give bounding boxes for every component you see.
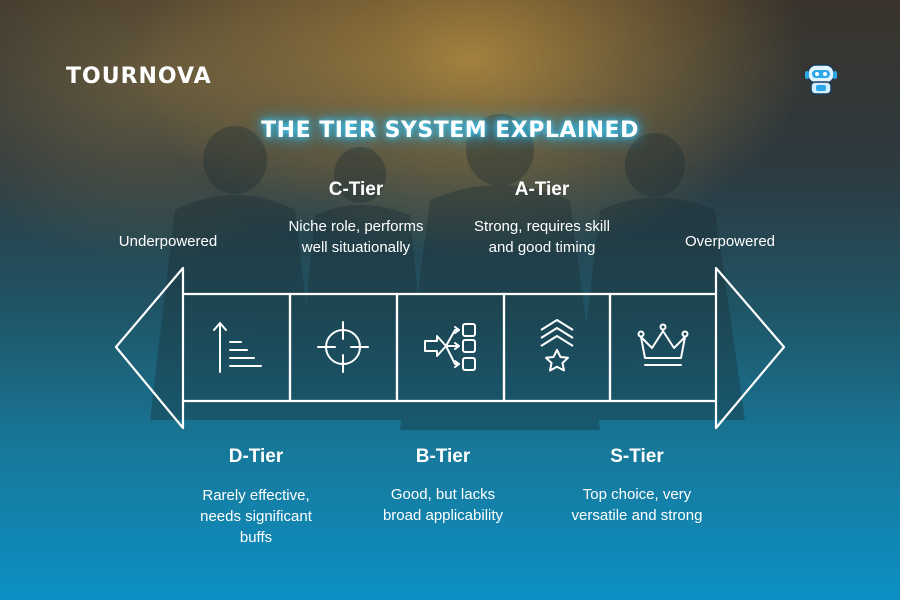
- page-title: THE TIER SYSTEM EXPLAINED: [261, 118, 639, 143]
- tier-a-description: Strong, requires skill and good timing: [474, 218, 610, 256]
- tier-s-description: Top choice, very versatile and strong: [571, 486, 703, 524]
- scale-right-label: Overpowered: [684, 233, 776, 250]
- distribution-icon: [424, 323, 476, 371]
- rank-chevron-star-icon: [540, 319, 574, 372]
- tier-c-description: Niche role, performs well situationally: [288, 218, 424, 256]
- tier-b-box: [395, 292, 506, 403]
- tier-s-title: S-Tier: [610, 446, 664, 467]
- tier-d-title: D-Tier: [228, 446, 284, 467]
- tier-c-box: [288, 292, 399, 403]
- crown-icon: [637, 323, 689, 366]
- tier-d-description: Rarely effective, needs significant buff…: [200, 487, 312, 546]
- tier-b-description: Good, but lacks broad applicability: [382, 486, 504, 524]
- tier-c-title: C-Tier: [328, 179, 384, 200]
- tier-a-title: A-Tier: [514, 179, 570, 200]
- tier-d-box: [181, 292, 292, 403]
- brand-logo: TOURNOVA: [66, 64, 212, 89]
- tier-a-box: [502, 292, 612, 403]
- robot-mascot-icon: [805, 64, 837, 95]
- crosshair-icon: [317, 321, 369, 373]
- tier-b-title: B-Tier: [415, 446, 471, 467]
- ascending-bars-icon: [213, 321, 262, 373]
- scale-left-label: Underpowered: [118, 233, 218, 250]
- tier-s-box: [608, 292, 718, 403]
